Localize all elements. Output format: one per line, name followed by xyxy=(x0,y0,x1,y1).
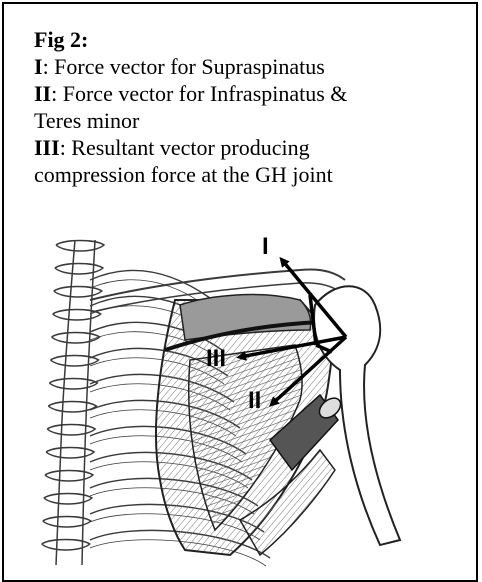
clavicle xyxy=(90,269,345,300)
vertebra xyxy=(45,471,93,482)
vertebra xyxy=(47,425,95,436)
vertebra xyxy=(54,287,102,298)
vertebra xyxy=(48,402,96,413)
vector-ii-label: II xyxy=(248,387,261,414)
vector-iii-label: III xyxy=(206,345,226,372)
vertebra xyxy=(44,494,92,505)
vector-i-label: I xyxy=(262,233,269,260)
vertebral-column xyxy=(42,240,104,565)
vertebra xyxy=(52,333,100,344)
vertebra xyxy=(56,241,104,252)
vertebra xyxy=(46,448,94,459)
vertebra xyxy=(55,264,103,275)
